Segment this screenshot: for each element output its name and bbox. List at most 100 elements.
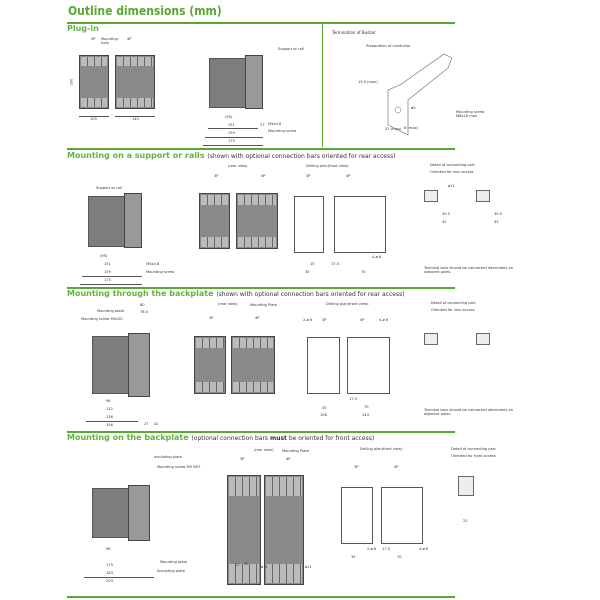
label: 80 <box>140 303 145 307</box>
label: 179 <box>106 563 113 567</box>
label: (rear view) <box>218 302 238 306</box>
label: 35 <box>305 270 310 274</box>
heading-text: Mounting on the backplate <box>67 433 189 442</box>
section-heading-support: Mounting on a support or rails (shown wi… <box>67 151 396 160</box>
label: 175 <box>104 278 111 282</box>
label: Mounting screw <box>268 129 297 133</box>
drilling-plan-4p <box>381 487 423 544</box>
label: 140 <box>132 117 139 121</box>
breaker-3p-rear <box>199 193 230 249</box>
label: 13.5 (max) <box>358 80 378 84</box>
mounting-plate-drawing <box>128 485 150 541</box>
detail-drawing <box>476 333 490 345</box>
label: Mounting plate <box>160 560 188 564</box>
breaker-4p-rear <box>236 193 278 249</box>
label: 30.5 <box>494 212 503 216</box>
label: Mounting Plate <box>250 303 277 307</box>
label: 159 <box>228 131 235 135</box>
label: 4P <box>261 174 266 178</box>
dimension-line <box>203 145 263 146</box>
mounting-plate-drawing <box>128 333 150 397</box>
label: M5x0.8 <box>268 122 282 126</box>
terminal-note: Terminal bars should be connected altern… <box>424 408 514 416</box>
section-heading-plugin: Plug-in <box>67 24 99 33</box>
heading-note: (shown with optional connection bars ori… <box>216 291 405 298</box>
label: 70 <box>397 555 402 559</box>
label: Drilling plan(front view) <box>326 302 369 306</box>
section-heading-through: Mounting through the backplate (shown wi… <box>67 289 405 298</box>
label: 3P <box>214 174 219 178</box>
dimension-line <box>208 128 258 129</box>
label: M5x0.8 <box>146 262 160 266</box>
label: Oriented for rear access <box>430 170 474 174</box>
label: (95) <box>100 254 108 258</box>
label: 42 <box>154 422 159 426</box>
label: 144 <box>362 413 369 417</box>
label: 3P <box>306 174 311 178</box>
label: 30.5 <box>442 212 451 216</box>
breaker-4p-rear <box>264 475 304 585</box>
label: 3P <box>209 316 214 320</box>
divider <box>67 148 455 150</box>
label: 35 <box>244 562 249 566</box>
label: Mounting Plate <box>282 449 309 453</box>
label: 42 <box>494 220 499 224</box>
label: Mounting screw M8x16 max <box>456 110 485 118</box>
label: 4P <box>394 465 399 469</box>
dimension-line <box>82 276 142 277</box>
label: 4P <box>346 174 351 178</box>
busbar-heading: Termination of Busbar <box>332 30 376 35</box>
page-title: Outline dimensions (mm) <box>68 4 222 18</box>
drilling-plan-3p <box>341 487 373 544</box>
label: 17.5 <box>331 262 340 266</box>
label: Support or rail <box>278 47 304 51</box>
label: ø9 <box>411 106 416 110</box>
label: 70 <box>364 405 369 409</box>
detail-drawing <box>476 190 490 202</box>
breaker-3p-rear <box>194 336 226 394</box>
label: 175 <box>228 139 235 143</box>
label: 2-ø 6 <box>367 547 377 551</box>
label: (95) <box>225 115 233 119</box>
dimension-line <box>84 577 154 578</box>
heading-note: (optional connection bars must be orient… <box>191 435 374 442</box>
dimension-line <box>205 137 263 138</box>
label: 3P <box>91 37 96 41</box>
detail-drawing <box>424 333 438 345</box>
label: Drilling plan(front view) <box>306 164 349 168</box>
label: Drilling plan(front view) <box>360 447 403 451</box>
label: 27 <box>144 422 149 426</box>
label: Mounting hole <box>101 37 118 45</box>
note-emphasis: must <box>269 435 287 442</box>
rail-drawing <box>124 193 142 248</box>
vertical-divider <box>322 22 323 147</box>
label: 4P <box>360 318 365 322</box>
label: 151 <box>228 123 235 127</box>
label: (rear view) <box>254 448 274 452</box>
label: Preparation of conductor <box>366 44 411 48</box>
label: 15 <box>310 262 315 266</box>
label: Insulating plate <box>154 455 182 459</box>
drilling-plan-4p <box>347 337 390 394</box>
dimension-line <box>79 116 109 117</box>
label: Mounting plate <box>97 309 125 313</box>
divider <box>67 431 455 433</box>
label: 159 <box>104 270 111 274</box>
label: 27 <box>260 123 265 127</box>
label: 96 <box>106 399 111 403</box>
dimension-line <box>80 284 142 285</box>
label: ø11 <box>448 184 455 188</box>
rail-drawing <box>245 55 263 109</box>
drilling-plan-4p <box>334 196 386 253</box>
label: 22 <box>463 519 468 523</box>
label: Support or rail <box>96 186 122 190</box>
detail-drawing <box>458 476 474 496</box>
label: 4-ø 6 <box>372 255 382 259</box>
divider <box>67 22 455 24</box>
label: 136 <box>106 415 113 419</box>
label: 3P <box>354 465 359 469</box>
label: Mounting screw M5x20 <box>81 317 123 321</box>
label: ø11 <box>261 565 268 569</box>
breaker-3p-drawing <box>79 55 109 109</box>
side-view-body <box>209 58 247 108</box>
